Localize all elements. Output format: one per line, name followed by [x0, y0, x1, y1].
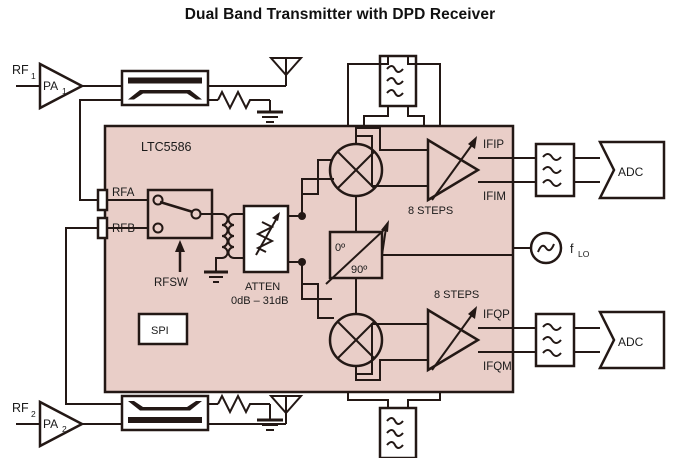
filter-q-wave2	[542, 336, 562, 344]
filter-q-wave1	[542, 323, 562, 331]
filter-i-wave3	[542, 179, 562, 187]
if-amp-i-gain-arrow	[468, 136, 477, 149]
attenuator-name: ATTEN	[245, 281, 280, 293]
dpd-top-right-down	[407, 106, 425, 126]
pa2-amplifier	[38, 399, 85, 449]
pin-stub-rfa	[96, 188, 109, 212]
mixer-q-if-out-m	[355, 323, 428, 375]
antenna-top-icon	[268, 57, 304, 77]
rfsw-arrow-head	[175, 240, 185, 252]
coupler-top-tap-to-rfa	[79, 99, 122, 201]
rf-m-to-mixer-top	[301, 159, 330, 216]
filter-i-wave2	[542, 166, 562, 174]
pa2-label: PA	[43, 417, 58, 431]
adc-bottom-label: ADC	[618, 335, 644, 349]
rf1-label-sub: 1	[31, 71, 36, 81]
pin-label-rfa: RFA	[112, 187, 135, 199]
dpd-top-left-route	[347, 56, 389, 126]
rfsw-label: RFSW	[154, 277, 188, 289]
rf1-label: RF	[12, 63, 29, 77]
lo-label: f	[570, 242, 574, 256]
pin-label-ifip: IFIP	[483, 139, 504, 151]
dpd-bottom-left-route	[347, 392, 389, 408]
page-title: Dual Band Transmitter with DPD Receiver	[184, 6, 496, 23]
coupler-top-through-line	[128, 77, 202, 84]
phase-label-90: 90º	[351, 264, 367, 276]
coupler-bottom-through-line	[128, 417, 202, 423]
switch-blade	[159, 200, 194, 214]
dpd-top-left-down	[363, 106, 389, 126]
if-amp-i-gain-shaft	[431, 141, 475, 201]
coupler-bottom-coupled-line	[128, 401, 202, 411]
if-amp-q-gain-arrow	[468, 306, 477, 319]
dpd-filter-bottom	[378, 406, 418, 458]
attenuator-arrow-shaft	[255, 215, 279, 256]
filter-q-wave3	[542, 349, 562, 357]
mixer-q-x2	[337, 321, 375, 359]
mixer-i-x2	[337, 151, 375, 189]
switch-contact-b	[152, 222, 164, 234]
gain-steps-i-label: 8 STEPS	[408, 205, 453, 217]
pa1-label-sub: 1	[62, 86, 67, 96]
rf2-label-sub: 2	[31, 409, 36, 419]
coupler-bottom-tap-to-rfb	[65, 227, 122, 405]
mixer-q-if-out-p	[355, 359, 428, 381]
coupler-top-body	[120, 69, 210, 107]
pin-label-ifim: IFIM	[483, 191, 506, 203]
resistor-bottom-icon	[217, 393, 258, 415]
lo-sine-wave	[537, 243, 555, 253]
spi-block	[137, 312, 189, 346]
phase-label-0: 0º	[335, 242, 345, 254]
dpd-filter-top-wave2	[386, 77, 404, 85]
pin-label-ifqp: IFQP	[483, 309, 510, 321]
phase-splitter-diagonal	[325, 227, 387, 285]
dpd-top-right-route	[407, 56, 441, 126]
antenna-bottom-icon	[268, 395, 304, 415]
dpd-filter-bottom-wave1	[386, 417, 404, 425]
output-filter-i	[534, 142, 576, 198]
attenuator-range: 0dB – 31dB	[231, 295, 289, 307]
rf2-label: RF	[12, 401, 29, 415]
resistor-top-icon	[217, 89, 258, 111]
spi-label: SPI	[151, 325, 169, 337]
chip-part-number: LTC5586	[141, 140, 192, 154]
pa1-label: PA	[43, 79, 58, 93]
pin-label-ifqm: IFQM	[483, 361, 512, 373]
balun-primary-coil	[215, 213, 229, 272]
dpd-filter-top-wave1	[386, 65, 404, 73]
gain-steps-q-label: 8 STEPS	[434, 289, 479, 301]
dpd-filter-bottom-wave2	[386, 429, 404, 437]
rf-p-to-mixer-bottom	[301, 262, 330, 319]
if-amp-q-gain-shaft	[431, 311, 475, 371]
pa1-amplifier	[38, 61, 85, 111]
coupler-top-coupled-line	[128, 90, 202, 100]
adc-bottom-body	[597, 310, 666, 370]
dpd-filter-top-wave3	[386, 89, 404, 97]
adc-top-body	[597, 140, 666, 200]
mixer-i-if-out-p	[355, 127, 428, 151]
lo-label-sub: LO	[578, 249, 590, 259]
phase-splitter-tune-shaft	[381, 227, 387, 256]
phase-splitter-arrow-head	[381, 220, 389, 232]
pa2-label-sub: 2	[62, 424, 67, 434]
mixer-i-if-out-m	[355, 135, 428, 187]
coupler-bottom-body	[120, 394, 210, 432]
filter-i-wave1	[542, 153, 562, 161]
dpd-bottom-right-route	[407, 392, 441, 408]
pin-stub-rfb	[96, 216, 109, 240]
adc-top-label: ADC	[618, 165, 644, 179]
attenuator-arrow-head	[272, 212, 280, 221]
output-filter-q	[534, 312, 576, 368]
dpd-filter-bottom-wave3	[386, 441, 404, 449]
